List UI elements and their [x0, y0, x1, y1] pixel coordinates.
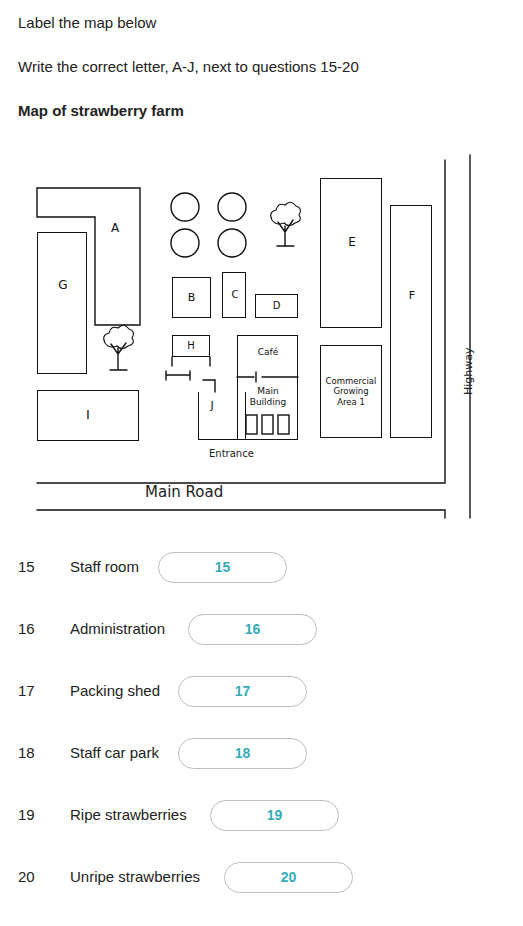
answer-number: 16 [245, 621, 261, 639]
highway-edge [469, 155, 470, 518]
place-label: H [187, 340, 195, 353]
main-building: CaféMain Building [237, 335, 298, 440]
tree [271, 202, 301, 246]
place-label: C [226, 289, 244, 302]
answer-box: 16 [188, 614, 317, 645]
gate [166, 371, 215, 392]
map-building: A [36, 187, 141, 326]
question-text: Staff car park [70, 744, 159, 762]
place-label: D [273, 300, 281, 313]
small-square [278, 415, 289, 434]
map-building: G [37, 232, 87, 374]
answer-box: 15 [158, 552, 287, 583]
place-label: E [324, 235, 380, 250]
place-label: Café [241, 347, 296, 358]
map-building: J [198, 392, 246, 440]
map-building: B [172, 277, 211, 318]
question-text: Staff room [70, 558, 139, 576]
answer-box: 19 [210, 800, 339, 831]
question-text: Unripe strawberries [70, 868, 200, 886]
place-label: Commercial Growing Area 1 [323, 376, 379, 408]
round-plot [218, 229, 246, 257]
map-building: E [320, 178, 382, 328]
question-number: 20 [18, 868, 35, 886]
map-building: D [255, 294, 298, 318]
gate [237, 372, 298, 382]
question-number: 15 [18, 558, 35, 576]
map-title: Map of strawberry farm [18, 102, 184, 119]
map-building: I [37, 390, 139, 441]
place-label: J [191, 399, 233, 413]
answer-box: 20 [224, 862, 353, 893]
round-plot [171, 193, 199, 221]
place-label: F [394, 289, 430, 303]
answer-number: 18 [235, 745, 251, 763]
small-square [246, 415, 257, 434]
map-building: H [172, 335, 210, 357]
question-text: Administration [70, 620, 165, 638]
small-square [262, 415, 273, 434]
answer-number: 19 [267, 807, 283, 825]
answer-box: 17 [178, 676, 307, 707]
road-edge [37, 160, 445, 483]
answer-box: 18 [178, 738, 307, 769]
question-number: 16 [18, 620, 35, 638]
place-label: Main Building [241, 386, 296, 409]
round-plot [218, 193, 246, 221]
growing-area: Commercial Growing Area 1 [320, 345, 382, 438]
question-number: 19 [18, 806, 35, 824]
l-shaped-outline [36, 187, 141, 326]
answer-number: 17 [235, 683, 251, 701]
road-label: Highway [462, 347, 475, 395]
place-label: B [188, 291, 196, 305]
question-number: 17 [18, 682, 35, 700]
question-text: Ripe strawberries [70, 806, 187, 824]
place-label: I [86, 407, 90, 423]
answer-number: 15 [215, 559, 231, 577]
road-edge [37, 510, 445, 518]
tree [104, 325, 134, 370]
map-label: Entrance [209, 448, 254, 460]
map-building: C [222, 272, 246, 318]
gate [172, 357, 210, 366]
question-number: 18 [18, 744, 35, 762]
question-text: Packing shed [70, 682, 160, 700]
instruction: Label the map below [18, 14, 156, 32]
map-building: F [390, 205, 432, 438]
round-plot [171, 229, 199, 257]
answer-number: 20 [281, 869, 297, 887]
instruction: Write the correct letter, A-J, next to q… [18, 58, 359, 76]
road-label: Main Road [145, 483, 223, 501]
place-label: G [41, 278, 85, 293]
place-label: A [66, 221, 165, 236]
